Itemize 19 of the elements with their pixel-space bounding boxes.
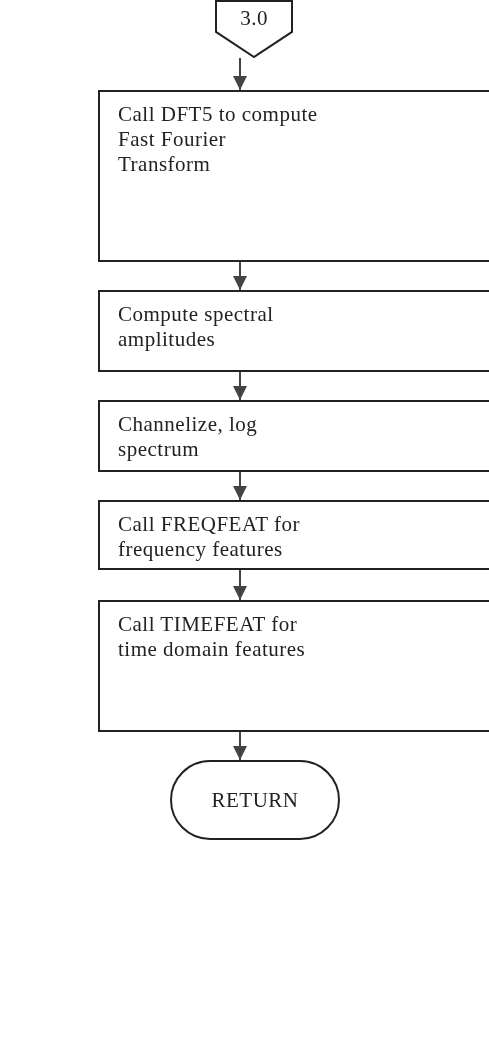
process-box (98, 500, 489, 570)
step-text: Compute spectral amplitudes (118, 302, 275, 352)
process-box (98, 90, 489, 262)
step-text: RETURN (211, 787, 299, 813)
arrow (233, 569, 247, 601)
step-text: Channelize, log spectrum (118, 412, 259, 462)
arrow (233, 57, 247, 91)
process-box (98, 290, 489, 372)
arrow (233, 731, 247, 761)
step-text: Call TIMEFEAT for time domain features (118, 612, 307, 662)
arrow (233, 471, 247, 501)
step-text: 3.0 (240, 6, 268, 31)
process-box (98, 600, 489, 732)
off-page-connector (215, 0, 293, 58)
arrow (233, 261, 247, 291)
step-text: Call DFT5 to compute Fast Fourier Transform (118, 102, 319, 177)
arrow (233, 371, 247, 401)
step-text: Call FREQFEAT for frequency features (118, 512, 301, 562)
process-box (98, 400, 489, 472)
